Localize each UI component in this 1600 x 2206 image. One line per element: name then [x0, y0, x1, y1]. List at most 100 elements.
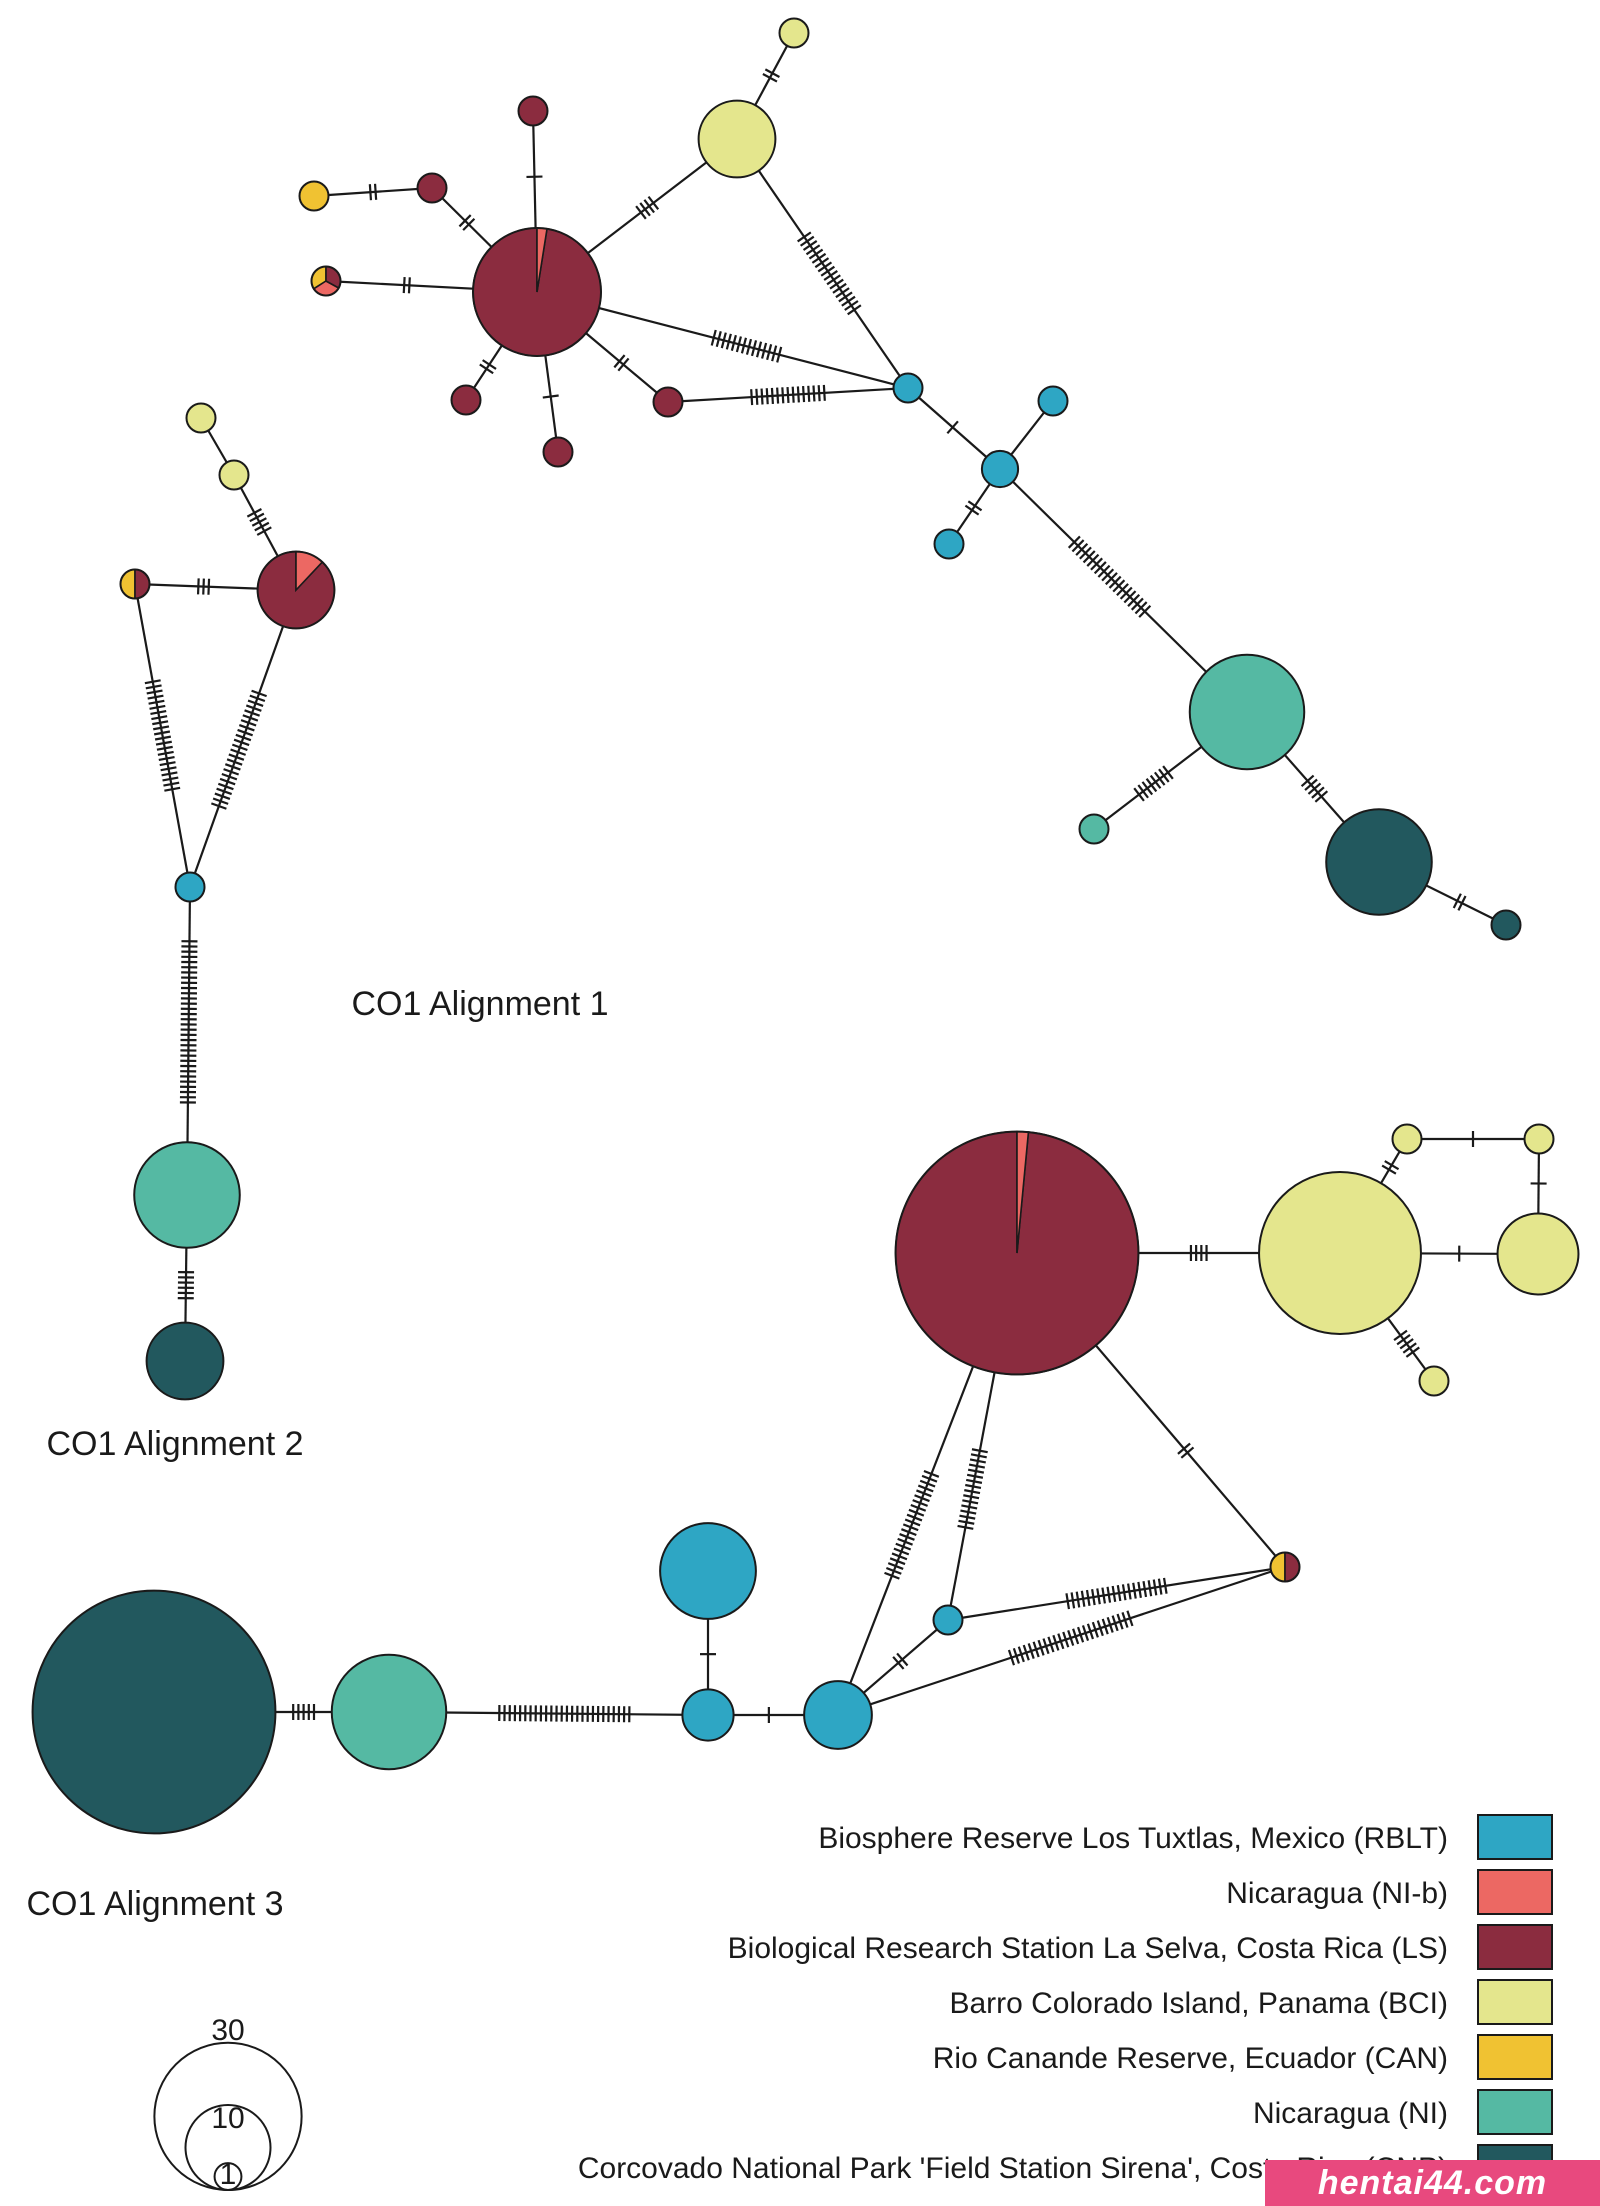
- haplotype-node-c3: [1391, 1123, 1423, 1155]
- legend-item-LS: Biological Research Station La Selva, Co…: [728, 1924, 1553, 1970]
- node-slice-LS: [416, 172, 448, 204]
- mutation-tick: [223, 768, 240, 776]
- legend-item-BCI: Barro Colorado Island, Panama (BCI): [949, 1979, 1553, 2025]
- mutation-tick: [802, 240, 818, 251]
- node-slice-RBLT: [933, 528, 965, 560]
- mutation-tick: [971, 1448, 988, 1454]
- mutation-tick: [219, 777, 236, 786]
- mutation-tick: [766, 344, 773, 361]
- mutation-tick: [1393, 1329, 1408, 1342]
- mutation-tick: [902, 1523, 919, 1532]
- mutation-tick: [1152, 1579, 1158, 1596]
- node-slice-CNP: [1490, 909, 1522, 941]
- haplotype-node-c2: [1258, 1171, 1422, 1335]
- mutation-tick: [1111, 1615, 1119, 1632]
- mutation-tick: [1384, 1160, 1400, 1171]
- mutation-tick: [921, 1474, 938, 1483]
- watermark-banner: hentai44.com: [1265, 2160, 1600, 2206]
- mutation-tick: [249, 694, 266, 703]
- mutation-tick: [244, 709, 260, 717]
- mutation-tick: [946, 420, 959, 435]
- edge-c7-c8: [947, 1565, 1286, 1622]
- mutation-tick: [144, 679, 161, 685]
- mutation-tick: [210, 802, 227, 810]
- mutation-tick: [1071, 539, 1085, 553]
- mutation-tick: [891, 1552, 908, 1561]
- mutation-tick: [1077, 1626, 1085, 1643]
- mutation-tick: [153, 725, 170, 731]
- node-outline: [119, 568, 151, 600]
- mutation-tick: [1405, 1346, 1420, 1358]
- mutation-tick: [1137, 784, 1149, 799]
- haplotype-node-c9: [803, 1680, 873, 1750]
- mutation-tick: [957, 1524, 974, 1530]
- mutation-tick: [1007, 1649, 1016, 1666]
- mutation-tick: [899, 1533, 915, 1541]
- node-slice-RBLT: [659, 1522, 757, 1620]
- node-slice-LS: [652, 386, 684, 418]
- mutation-tick: [231, 743, 248, 752]
- mutation-tick: [1101, 1618, 1109, 1635]
- mutation-tick: [817, 261, 833, 273]
- mutation-tick: [1142, 1580, 1148, 1598]
- mutation-tick: [159, 761, 176, 767]
- mutation-tick: [776, 387, 780, 404]
- mutation-tick: [1119, 586, 1133, 600]
- mutation-tick: [249, 512, 265, 523]
- mutation-tick: [1101, 1587, 1106, 1604]
- node-slice-CNP: [145, 1321, 225, 1401]
- mutation-tick: [402, 277, 406, 294]
- mutation-tick: [1145, 778, 1158, 793]
- mutation-tick: [814, 257, 830, 269]
- mutation-tick: [1106, 1616, 1114, 1633]
- mutation-tick: [1457, 895, 1467, 911]
- mutation-tick: [770, 387, 774, 404]
- mutation-tick: [730, 334, 737, 351]
- mutation-tick: [966, 1473, 984, 1479]
- node-slice-RBLT: [174, 871, 206, 903]
- mutation-tick: [163, 781, 180, 787]
- mutation-tick: [786, 386, 790, 404]
- mutation-tick: [150, 709, 167, 715]
- mutation-tick: [838, 291, 853, 303]
- mutation-tick: [1047, 1636, 1055, 1653]
- mutation-tick: [1093, 561, 1107, 575]
- mutation-tick: [1126, 1610, 1134, 1627]
- haplotype-node-a3: [416, 172, 448, 204]
- mutation-tick: [820, 265, 836, 277]
- node-slice-LS: [450, 384, 482, 416]
- mutation-tick: [217, 782, 234, 791]
- haplotype-node-b4: [119, 568, 151, 600]
- mutation-tick: [479, 363, 494, 375]
- mutation-tick: [811, 252, 827, 264]
- haplotype-node-a5: [310, 265, 342, 297]
- haplotype-node-c1: [894, 1130, 1140, 1376]
- mutation-tick: [157, 750, 174, 756]
- mutation-tick: [1065, 1593, 1071, 1610]
- mutation-tick: [720, 332, 727, 349]
- haplotype-node-c13: [31, 1589, 277, 1835]
- mutation-tick: [1101, 568, 1115, 582]
- mutation-tick: [755, 341, 763, 358]
- legend-item-CAN: Rio Canande Reserve, Ecuador (CAN): [933, 2034, 1553, 2080]
- mutation-tick: [1086, 553, 1100, 567]
- haplotype-node-a15: [1188, 653, 1306, 771]
- node-slice-RBLT: [892, 372, 924, 404]
- mutation-tick: [906, 1513, 923, 1522]
- mutation-tick: [802, 386, 806, 403]
- mutation-tick: [1082, 550, 1096, 564]
- mutation-tick: [1127, 594, 1141, 607]
- mutation-tick: [761, 342, 768, 359]
- mutation-tick: [202, 578, 205, 595]
- mutation-tick: [1123, 590, 1137, 604]
- mutation-tick: [919, 1479, 936, 1488]
- haplotype-node-a4: [298, 180, 330, 212]
- mutation-tick: [832, 282, 847, 294]
- node-slice-RBLT: [681, 1688, 735, 1742]
- mutation-tick: [895, 1542, 912, 1551]
- mutation-tick: [1304, 778, 1318, 791]
- haplotype-node-c11: [681, 1688, 735, 1742]
- mutation-tick: [256, 526, 272, 536]
- node-slice-LS: [542, 436, 574, 468]
